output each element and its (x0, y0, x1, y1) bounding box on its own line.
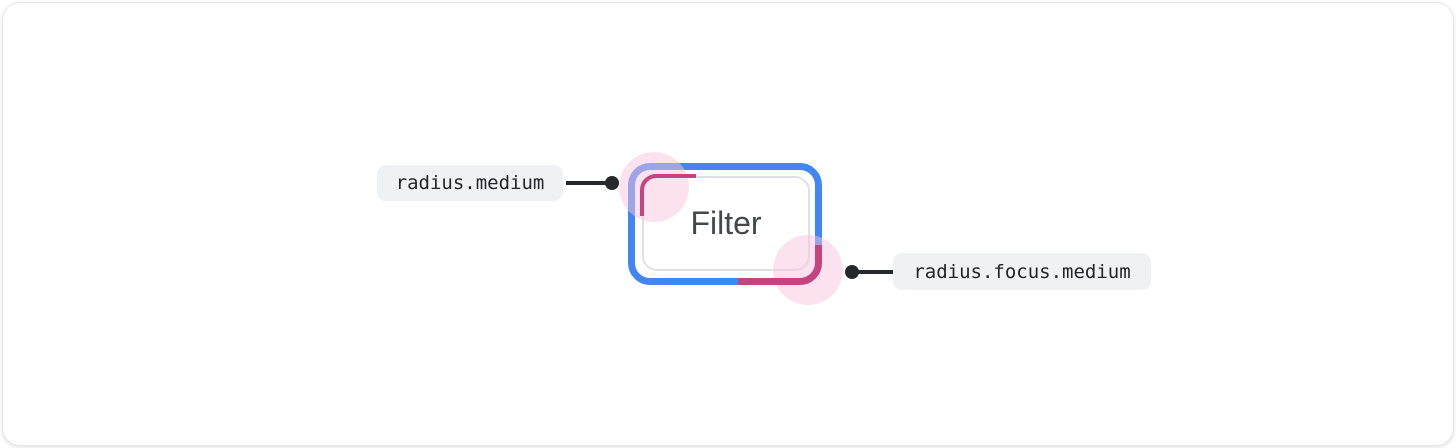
filter-button-label: Filter (690, 205, 762, 241)
token-label-text: radius.focus.medium (913, 260, 1131, 283)
radius-focus-medium-arc (738, 245, 822, 285)
token-label-radius-medium: radius.medium (377, 165, 563, 201)
token-label-text: radius.medium (395, 172, 545, 194)
connector-line-left (566, 181, 608, 185)
connector-line-right (852, 270, 894, 274)
focus-ring (628, 163, 822, 285)
radius-medium-arc (640, 174, 696, 216)
token-label-radius-focus-medium: radius.focus.medium (893, 253, 1151, 290)
connector-dot-left (605, 176, 619, 190)
